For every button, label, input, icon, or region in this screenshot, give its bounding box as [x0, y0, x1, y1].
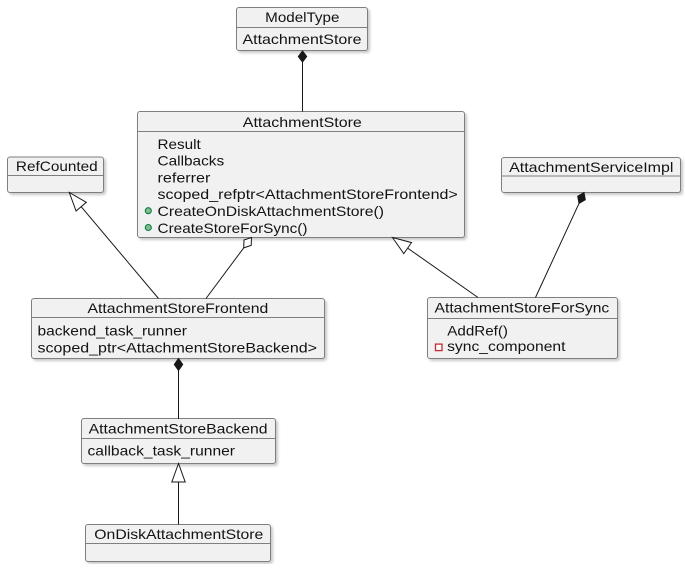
svg-text:backend_task_runner: backend_task_runner	[38, 322, 188, 338]
svg-text:RefCounted: RefCounted	[16, 158, 98, 174]
svg-text:callback_task_runner: callback_task_runner	[88, 443, 236, 459]
svg-text:ModelType: ModelType	[265, 9, 339, 25]
svg-text:AttachmentStoreBackend: AttachmentStoreBackend	[89, 421, 268, 437]
svg-text:AttachmentStoreFrontend: AttachmentStoreFrontend	[88, 300, 269, 316]
svg-text:scoped_refptr<AttachmentStoreF: scoped_refptr<AttachmentStoreFrontend>	[158, 186, 458, 202]
svg-text:referrer: referrer	[158, 169, 211, 185]
svg-text:Result: Result	[158, 136, 201, 152]
svg-text:CreateOnDiskAttachmentStore(): CreateOnDiskAttachmentStore()	[158, 203, 385, 219]
svg-text:OnDiskAttachmentStore: OnDiskAttachmentStore	[94, 526, 263, 542]
svg-text:scoped_ptr<AttachmentStoreBack: scoped_ptr<AttachmentStoreBackend>	[38, 339, 318, 355]
svg-text:sync_component: sync_component	[447, 338, 566, 354]
svg-text:AttachmentStore: AttachmentStore	[243, 31, 362, 47]
svg-text:AttachmentStoreForSync: AttachmentStoreForSync	[435, 300, 610, 316]
svg-text:AttachmentServiceImpl: AttachmentServiceImpl	[509, 159, 673, 175]
svg-text:AddRef(): AddRef()	[447, 323, 508, 339]
svg-text:CreateStoreForSync(): CreateStoreForSync()	[158, 220, 308, 236]
svg-text:AttachmentStore: AttachmentStore	[243, 114, 362, 130]
svg-text:Callbacks: Callbacks	[158, 153, 225, 169]
